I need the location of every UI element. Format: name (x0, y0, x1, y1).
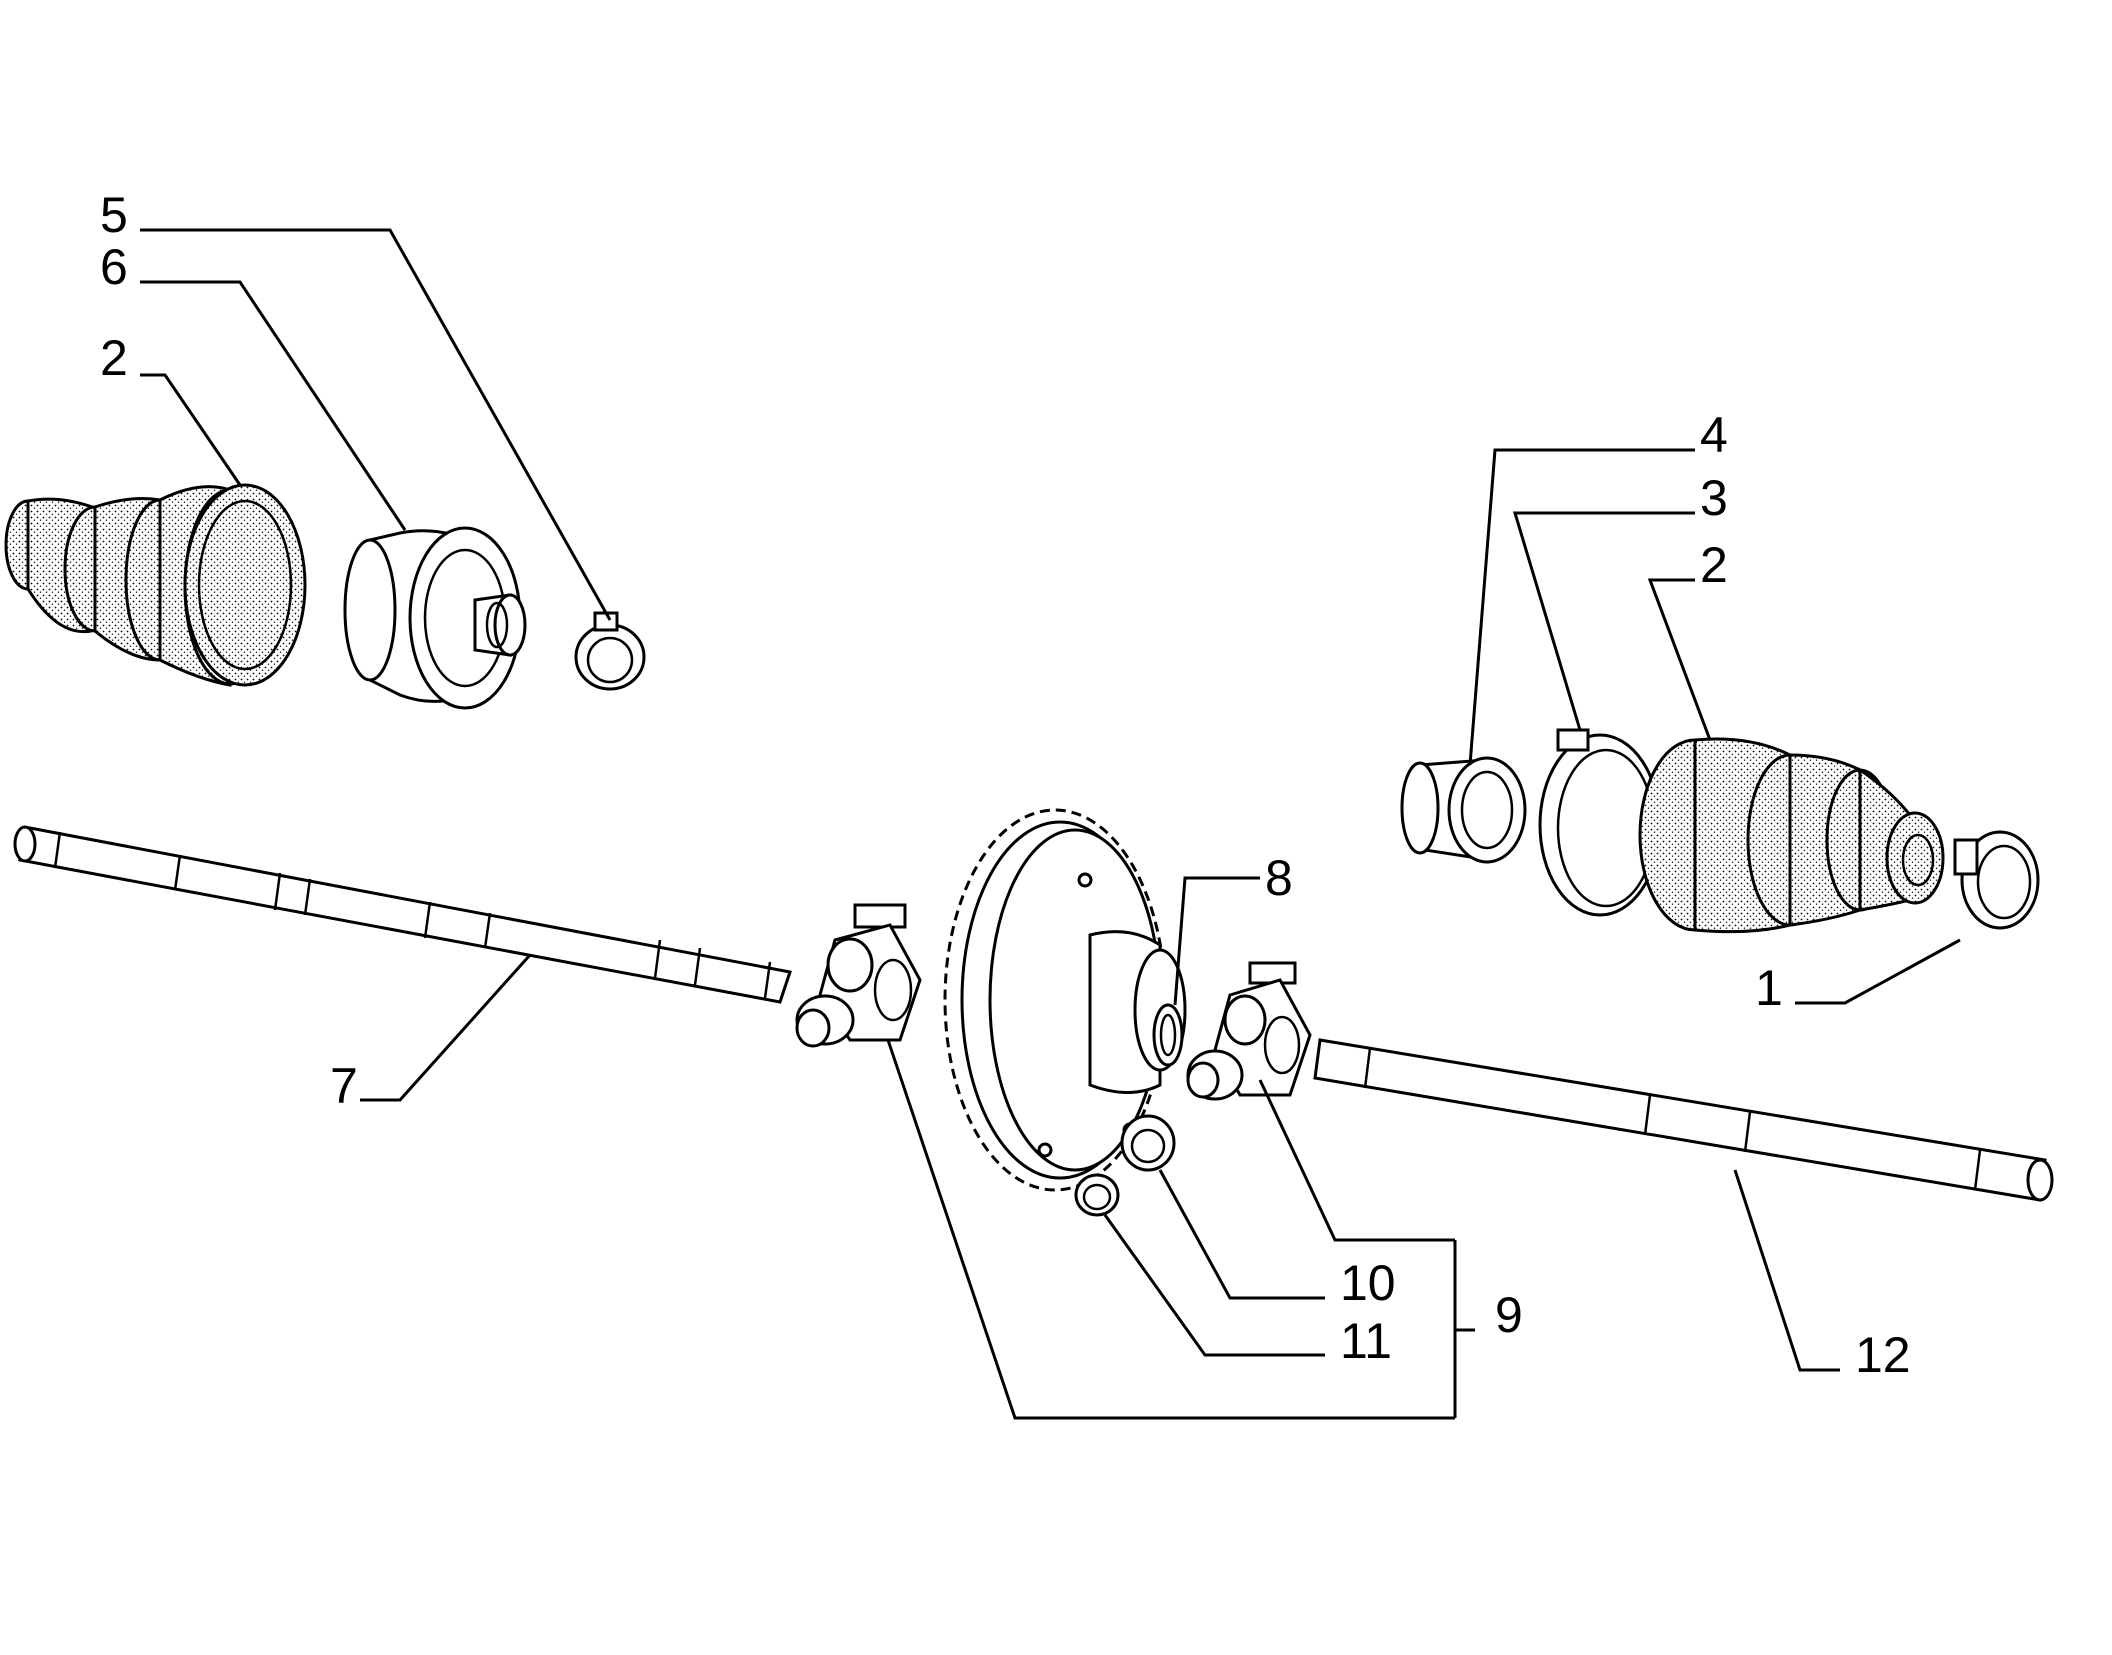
right-cv-boot (1638, 737, 1945, 934)
callout-4: 4 (1700, 407, 1728, 463)
left-tripod-spider (795, 903, 922, 1048)
inner-boot-4 (1400, 756, 1527, 864)
callout-11: 11 (1340, 1313, 1392, 1369)
callout-12: 12 (1855, 1327, 1911, 1383)
callout-8: 8 (1265, 850, 1293, 906)
left-joint-housing (343, 526, 527, 710)
callout-1: 1 (1755, 960, 1783, 1016)
leader-lines (140, 228, 1961, 1420)
differential-ring-gear (943, 808, 1187, 1192)
right-drive-shaft (1313, 1038, 2054, 1202)
left-drive-shaft (13, 825, 792, 1004)
left-small-clamp (574, 611, 646, 691)
callout-10: 10 (1340, 1255, 1396, 1311)
circlip-8 (1152, 1003, 1184, 1067)
callout-6: 6 (100, 239, 128, 295)
ring-11 (1074, 1173, 1120, 1217)
callout-9: 9 (1495, 1287, 1523, 1343)
callout-3: 3 (1700, 470, 1728, 526)
callout-labels: 5 6 2 4 3 2 1 7 8 10 11 9 12 (100, 187, 1911, 1383)
callout-2-right: 2 (1700, 537, 1728, 593)
washer-10 (1120, 1114, 1176, 1172)
right-tripod-spider (1186, 961, 1312, 1101)
right-small-clamp-1 (1953, 830, 2040, 930)
callout-2-left: 2 (100, 330, 128, 386)
callout-5: 5 (100, 187, 128, 243)
left-cv-boot (4, 483, 307, 687)
callout-7: 7 (330, 1058, 358, 1114)
large-clamp-3 (1538, 728, 1662, 917)
